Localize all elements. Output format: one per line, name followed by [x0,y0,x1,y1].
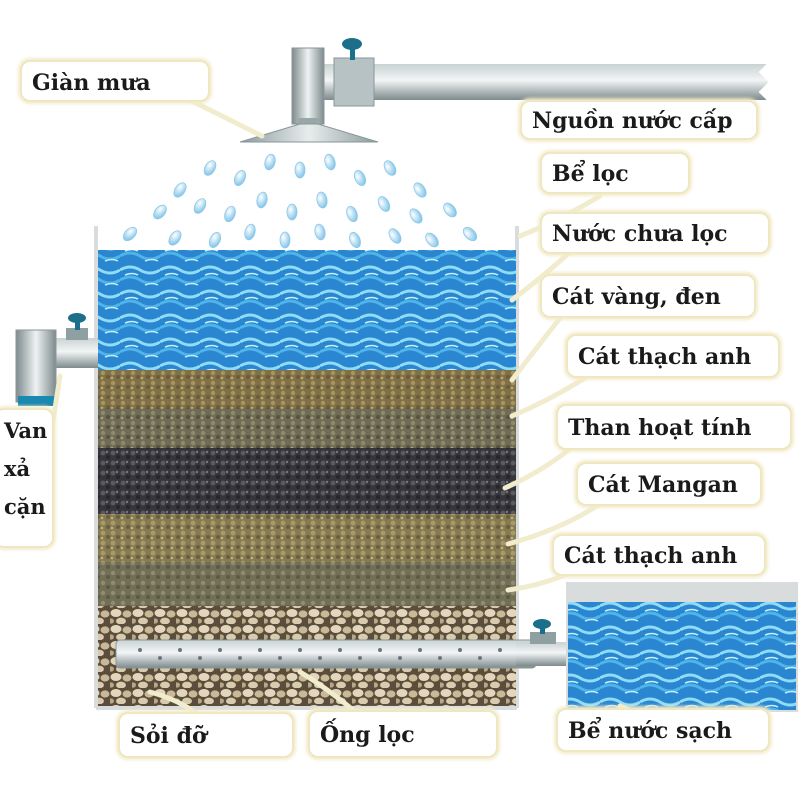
unfiltered-water-layer [98,250,516,370]
filter-pipe [115,639,537,669]
label-be-nuoc-sach: Bể nước sạch [556,708,770,752]
outlet-pipe [516,632,568,666]
label-than-hoat-tinh: Than hoạt tính [556,404,792,450]
label-nguon-nuoc-cap: Nguồn nước cấp [520,100,758,140]
label-van-line-1: Van [4,418,48,443]
label-gian-mua: Giàn mưa [20,60,210,102]
drain-pipe [15,328,98,406]
yellow-black-sand-layer [98,370,516,408]
label-ong-loc: Ống lọc [308,710,498,758]
quartz-sand-layer-top [98,408,516,448]
label-cat-thach-anh-1: Cát thạch anh [566,334,780,378]
clean-water-tank [566,582,798,712]
label-soi-do: Sỏi đỡ [118,712,294,758]
label-cat-mangan: Cát Mangan [576,462,762,506]
label-cat-thach-anh-2: Cát thạch anh [552,534,766,576]
label-van-line-3: cặn [4,494,46,519]
label-cat-vang-den: Cát vàng, đen [540,274,756,318]
valve-icon[interactable] [68,313,86,330]
manganese-sand-layer [98,514,516,562]
valve-icon[interactable] [533,619,551,634]
label-nuoc-chua-loc: Nước chưa lọc [540,212,770,254]
water-droplets [122,153,478,249]
label-van-xa-can: Van xả cặn [0,408,54,548]
label-van-line-2: xả [4,456,31,481]
filter-tank [94,226,519,710]
inlet-pipe [291,47,772,125]
activated-carbon-layer [98,448,516,514]
label-be-loc: Bể lọc [540,152,690,194]
quartz-sand-layer-bottom [98,562,516,606]
sprinkler-head [239,118,379,143]
valve-icon[interactable] [342,38,362,60]
